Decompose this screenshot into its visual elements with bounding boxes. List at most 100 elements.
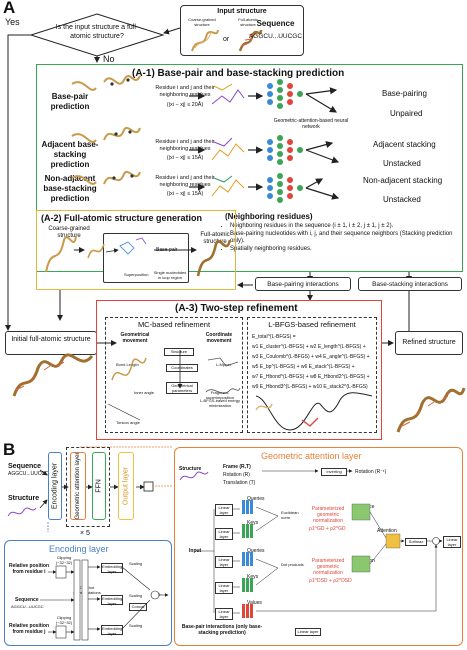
row1-out1: Base-pairing xyxy=(382,89,427,99)
ga-rotation: Rotation (R) xyxy=(223,472,250,478)
b-encoding-layer-text: Encoding layer xyxy=(52,463,59,509)
a2-inner-box: Base-pair Superposition Single nucleotid… xyxy=(103,233,189,283)
a3-box: (A-3) Two-step refinement MC-based refin… xyxy=(96,300,382,440)
b-encoding-layer: Encoding layer xyxy=(48,452,62,520)
b-geometric-attention-layer: Geometric attention layer xyxy=(70,452,86,520)
initial-structure-label: Initial full-atomic structure xyxy=(6,336,96,344)
bond-length-label: Bond Length xyxy=(116,362,139,367)
panel-b-label: B xyxy=(3,440,15,460)
ga-linear-3: Linear layer xyxy=(215,556,233,568)
base-pair-prediction-label: Base-pair prediction xyxy=(39,92,101,112)
enc-scaling-1: Scaling xyxy=(129,561,142,566)
network-label: Geometric-attention-based neural network xyxy=(273,118,349,130)
enc-embedding-1: Embedding layer xyxy=(101,563,123,573)
a2-box: (A-2) Full-atomic structure generation C… xyxy=(36,210,236,290)
energy-line-5: w9 E_Hbond3^(L-BFGS) + w10 E_stack2^(L-B… xyxy=(252,384,368,390)
enc-scaling-2: Scaling xyxy=(129,593,142,598)
enc-embedding-2: Embedding layer xyxy=(101,595,123,605)
base-pairing-interactions-box: Base-pairing interactions xyxy=(255,277,351,291)
inner-angle-label: Inner angle xyxy=(134,390,154,395)
ga-inverting: Inverting xyxy=(321,468,347,476)
lbfgs-title: L-BFGS-based refinement xyxy=(248,320,376,329)
ga-rotation-inv: Rotation (R⁻¹) xyxy=(355,469,386,475)
base-stacking-interactions-label: Base-stacking interactions xyxy=(359,281,461,289)
ga-attention: Attention xyxy=(377,528,397,534)
energy-line-1: w1 E_cluster^(L-BFGS) + w2 E_length^(L-B… xyxy=(252,344,366,350)
energy-line-2: w3 E_Coulomb^(L-BFGS) + w4 E_angle^(L-BF… xyxy=(252,354,370,360)
neighbor-title: (Neighboring residues) xyxy=(225,212,313,222)
ga-frame: Frame (R,T) xyxy=(223,464,251,470)
ga-euclid: Euclidean norm xyxy=(281,510,305,520)
b-repeat-label: × 5 xyxy=(80,530,90,538)
torsion-angle-label: Torsion angle xyxy=(116,420,140,425)
ga-keys-2: Keys xyxy=(247,574,258,580)
non-adjacent-stacking-label: Non-adjacent base-stacking prediction xyxy=(39,174,101,204)
a2-coarse-label: Coarse-grained structure xyxy=(39,226,99,240)
ga-queries-1: Queries xyxy=(247,496,265,502)
ga-linear-bp: Linear layer xyxy=(295,628,321,636)
refined-structure-box: Refined structure xyxy=(395,331,463,355)
ga-linear-4: Linear layer xyxy=(215,582,233,594)
row3-out2: Unstacked xyxy=(383,195,421,205)
ga-rho1: ρ1^GD + ρ2^GD xyxy=(309,526,346,532)
structure-node: Structure xyxy=(164,348,194,356)
row1-desc: Residue i and j and their neighboring re… xyxy=(145,85,225,99)
a1-title: (A-1) Base-pair and base-stacking predic… xyxy=(132,68,344,80)
row1-out2: Unpaired xyxy=(390,109,422,119)
sequence-title: Sequence xyxy=(247,20,304,28)
enc-onehot: One-hot representations xyxy=(73,585,101,595)
enc-embedding-3: Embedding layer xyxy=(101,625,123,635)
b-ga-detail-box: Geometric attention layer Structure Fram… xyxy=(174,447,463,646)
b-output-text: Output layer xyxy=(123,467,130,505)
b-ffn-layer: FFN xyxy=(92,452,106,520)
energy-line-0: E_total^(L-BFGS) = xyxy=(252,334,296,340)
ga-dot: Dot products xyxy=(281,562,305,567)
ga-linear-5: Linear layer xyxy=(215,608,233,620)
lbfgs-box: L-BFGS-based refinement E_total^(L-BFGS)… xyxy=(247,317,377,433)
or-label: or xyxy=(223,36,229,44)
initial-structure-box: Initial full-atomic structure xyxy=(5,331,97,355)
ga-param-geo2: Parameterized geometric normalization xyxy=(305,558,351,576)
lmpnet-label: L-Mpnet xyxy=(216,362,231,367)
base-pair-label: Base-pair xyxy=(156,248,177,253)
enc-seq-value: AGGCU...UUCGC xyxy=(11,604,44,609)
enc-clipping-1: Clipping (−32~32) xyxy=(55,555,73,565)
decision-no-label: No xyxy=(103,55,115,63)
enc-clipping-2: Clipping (−32~32) xyxy=(55,615,73,625)
a2-title: (A-2) Full-atomic structure generation xyxy=(41,213,202,224)
mc-title: MC-based refinement xyxy=(106,320,242,329)
ga-title: Geometric attention layer xyxy=(261,451,362,461)
enc-plus: + xyxy=(157,593,161,599)
ga-softmax: Softmax xyxy=(405,538,427,546)
b-output-layer: Output layer xyxy=(118,452,134,520)
ga-linear-2: Linear layer xyxy=(215,528,233,540)
enc-rel-j: Relative position from residue j xyxy=(7,623,51,635)
ga-rho2: ρ1^DSD + ρ2^DSD xyxy=(309,578,352,584)
ga-linear-out: Linear layer xyxy=(443,536,461,548)
geo-params-node: Geometrical parameters xyxy=(166,382,198,394)
b-encoding-detail-box: Encoding layer Relative position from re… xyxy=(4,540,172,646)
row2-desc: Residue i and j and their neighboring re… xyxy=(145,139,225,153)
row3-out1: Non-adjacent stacking xyxy=(363,176,442,186)
neighbor-list: Neighboring residues in the sequence (i … xyxy=(223,223,459,253)
ga-keys-1: Keys xyxy=(247,520,258,526)
ga-structure: Structure xyxy=(179,466,201,472)
ga-values: Values xyxy=(247,600,262,606)
b-ga-text: Geometric attention layer xyxy=(75,452,81,519)
base-pairing-interactions-label: Base-pairing interactions xyxy=(256,281,350,289)
a3-title: (A-3) Two-step refinement xyxy=(175,303,298,315)
enc-title: Encoding layer xyxy=(49,544,109,554)
b-sequence-label: Sequence xyxy=(8,463,41,471)
energy-line-4: w7 E_Hbond^(L-BFGS) + w8 E_Hbond2^(L-BFG… xyxy=(252,374,370,380)
enc-concat: Concat xyxy=(129,603,147,611)
row2-cond: (|xi − xj| ≤ 15Å) xyxy=(145,154,225,162)
enc-sequence: Sequence xyxy=(15,597,39,603)
row3-desc: Residue i and j and their neighboring re… xyxy=(145,175,225,189)
neighbor-item-3: Spatially neighboring residues. xyxy=(230,246,459,254)
row3-cond: (|xi − xj| ≤ 15Å) xyxy=(145,190,225,198)
ga-distance: Distance term xyxy=(355,504,381,516)
b-structure-label: Structure xyxy=(8,495,39,503)
ga-param-geo: Parameterized geometric normalization xyxy=(305,506,351,524)
decision-question: Is the input structure a full-atomic str… xyxy=(55,23,139,41)
coarse-grained-structure-image xyxy=(189,26,221,54)
